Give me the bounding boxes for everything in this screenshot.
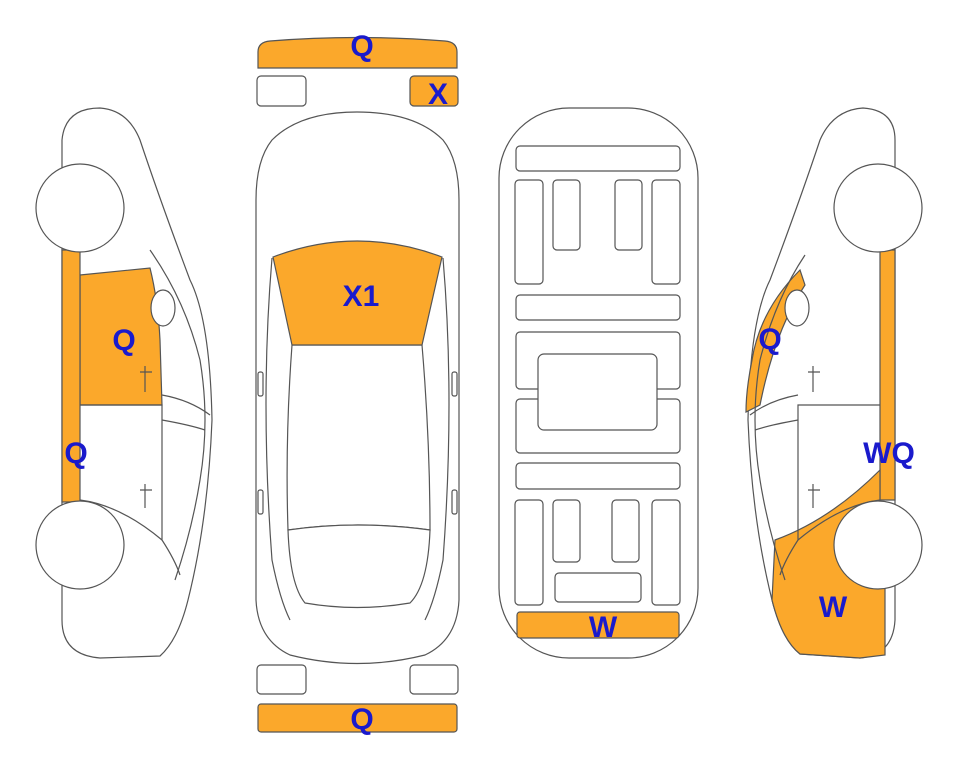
interior-rear-left-inner[interactable] (552, 499, 581, 563)
left-front-wheel[interactable] (35, 163, 125, 253)
top-right-rear-mark (451, 489, 458, 515)
interior-rear-label: W (589, 611, 618, 644)
windshield-panel[interactable] (272, 240, 443, 346)
front-bumper-label: Q (350, 30, 373, 63)
right-side-view (745, 107, 923, 659)
interior-center-console[interactable] (537, 353, 658, 431)
interior-rear-bench[interactable] (554, 572, 642, 603)
interior-bar-2[interactable] (515, 462, 681, 490)
interior-dash[interactable] (515, 145, 681, 172)
left-front-door-label: Q (112, 324, 135, 357)
right-rear-wheel[interactable] (833, 500, 923, 590)
right-front-door-label: Q (758, 323, 781, 356)
top-right-mirror[interactable] (451, 371, 458, 397)
top-left-mirror[interactable] (257, 371, 264, 397)
left-sill-label: Q (64, 437, 87, 470)
right-rear-quarter-label: W (819, 591, 848, 624)
interior-front-right-console[interactable] (614, 179, 643, 251)
front-left-light[interactable] (256, 75, 307, 107)
right-front-wheel[interactable] (833, 163, 923, 253)
right-body-line (754, 254, 806, 581)
left-mirror[interactable] (150, 289, 176, 327)
front-plate-label: X (428, 78, 448, 111)
right-front-handle[interactable] (808, 366, 820, 392)
top-left-rear-mark (257, 489, 264, 515)
top-view (255, 111, 460, 665)
interior-view (498, 107, 699, 659)
right-mirror[interactable] (784, 289, 810, 327)
interior-rear-left-seat[interactable] (514, 499, 544, 606)
damage-labels: Q X X1 Q Q Q WQ W W Q (64, 30, 915, 736)
interior-bar-1[interactable] (515, 294, 681, 321)
front-bumper-panel[interactable] (257, 36, 458, 69)
windshield-label: X1 (343, 280, 380, 313)
interior-rear-right-seat[interactable] (651, 499, 681, 606)
top-left-pillar (265, 257, 291, 621)
front-section (256, 36, 459, 107)
interior-rear-panel[interactable] (516, 611, 680, 639)
right-rear-handle[interactable] (808, 484, 820, 508)
interior-front-left-console[interactable] (552, 179, 581, 251)
top-roof[interactable] (286, 344, 431, 531)
rear-bumper-panel[interactable] (257, 703, 458, 733)
rear-left-light[interactable] (256, 664, 307, 695)
left-window-line (161, 394, 211, 431)
top-right-pillar (424, 257, 450, 621)
front-plate-panel[interactable] (409, 75, 459, 107)
left-side-view (35, 107, 213, 659)
left-rear-handle[interactable] (140, 484, 152, 508)
rear-section (256, 664, 459, 733)
right-window-line (749, 394, 799, 431)
rear-right-light[interactable] (409, 664, 459, 695)
top-rear-window[interactable] (287, 524, 431, 609)
left-body-line (149, 249, 206, 581)
left-front-handle[interactable] (140, 366, 152, 392)
right-sill-label: WQ (863, 437, 915, 470)
interior-front-left-seat[interactable] (514, 179, 544, 285)
left-rear-wheel[interactable] (35, 500, 125, 590)
interior-front-right-seat[interactable] (651, 179, 681, 285)
rear-bumper-label: Q (350, 703, 373, 736)
interior-rear-right-inner[interactable] (611, 499, 640, 563)
